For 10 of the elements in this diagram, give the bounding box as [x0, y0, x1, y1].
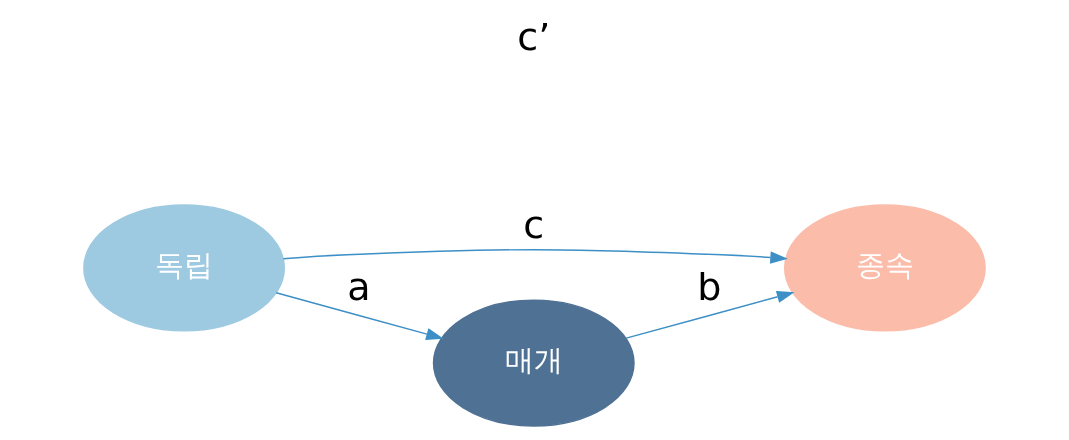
label: c’ — [517, 15, 551, 60]
arrow — [282, 248, 788, 264]
edge-label: a — [347, 264, 371, 309]
node-ellipse: 종속 — [783, 204, 986, 332]
node-ellipse: 독립 — [83, 204, 286, 332]
arrow — [275, 292, 444, 340]
edge-label: c — [523, 203, 545, 248]
edge-label: b — [697, 264, 722, 309]
arrow — [625, 290, 795, 339]
node-ellipse: 매개 — [432, 299, 635, 427]
